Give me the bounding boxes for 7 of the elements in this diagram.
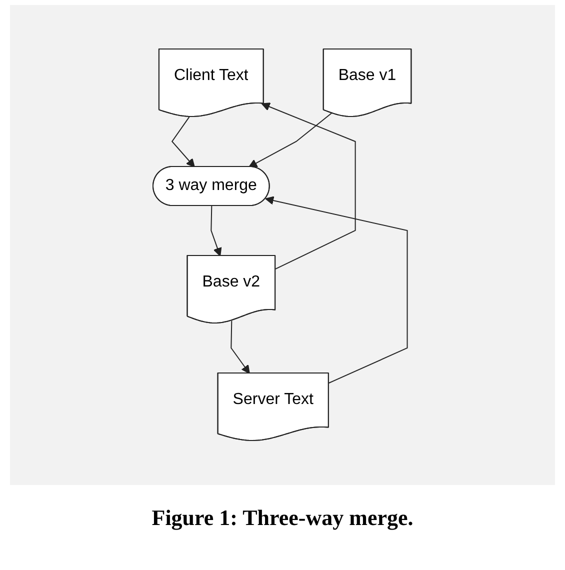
figure-caption: Figure 1: Three-way merge. (152, 505, 414, 530)
arrow (266, 196, 408, 384)
arrow (172, 116, 196, 168)
arrow (248, 112, 333, 168)
arrow (211, 206, 222, 257)
arrow (262, 102, 356, 270)
arrow (231, 320, 250, 374)
